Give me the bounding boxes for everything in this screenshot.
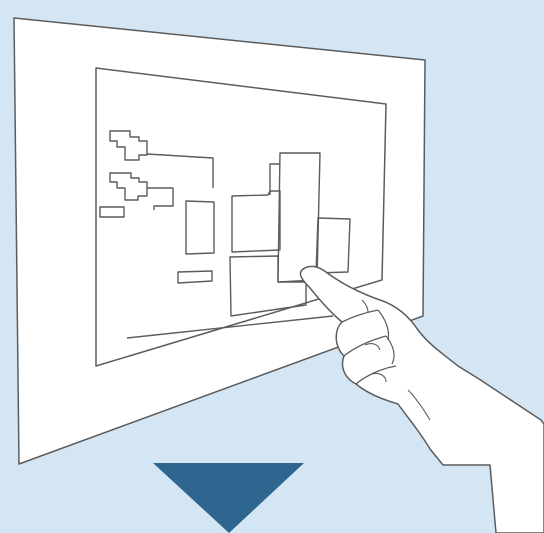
- down-arrow-icon: [153, 463, 304, 533]
- small-block-left: [99, 206, 125, 218]
- block-mid-column: [185, 200, 215, 255]
- small-bar-bottom: [177, 270, 213, 284]
- baseline-line: [126, 315, 334, 339]
- connector-line-top: [146, 153, 214, 188]
- block-right: [315, 217, 351, 274]
- component-icon-middle: [109, 172, 148, 201]
- pointing-hand-icon: [299, 265, 544, 533]
- connector-line-middle: [147, 187, 174, 210]
- notch-upper: [269, 163, 280, 195]
- component-icon-top: [109, 130, 148, 161]
